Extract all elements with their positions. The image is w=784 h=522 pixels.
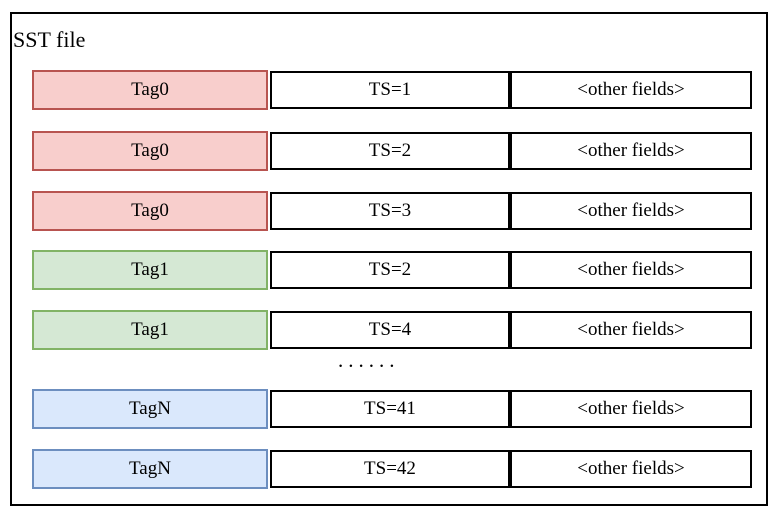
- tag-cell: Tag1: [32, 310, 268, 350]
- record-row: Tag0 TS=3 <other fields>: [32, 191, 752, 231]
- other-fields-cell: <other fields>: [510, 390, 752, 428]
- other-fields-cell: <other fields>: [510, 132, 752, 170]
- sst-file-label: SST file: [13, 27, 86, 52]
- tag-cell: Tag0: [32, 131, 268, 171]
- record-row: Tag1 TS=4 <other fields>: [32, 310, 752, 350]
- record-row: Tag1 TS=2 <other fields>: [32, 250, 752, 290]
- timestamp-cell: TS=2: [270, 251, 510, 289]
- timestamp-cell: TS=4: [270, 311, 510, 349]
- tag-cell: Tag0: [32, 70, 268, 110]
- tag-cell: TagN: [32, 449, 268, 489]
- record-row: Tag0 TS=2 <other fields>: [32, 131, 752, 171]
- tag-cell: Tag1: [32, 250, 268, 290]
- record-row: TagN TS=42 <other fields>: [32, 449, 752, 489]
- record-row: Tag0 TS=1 <other fields>: [32, 70, 752, 110]
- record-row: TagN TS=41 <other fields>: [32, 389, 752, 429]
- timestamp-cell: TS=42: [270, 450, 510, 488]
- other-fields-cell: <other fields>: [510, 311, 752, 349]
- ellipsis-more-records: ......: [338, 348, 400, 372]
- timestamp-cell: TS=1: [270, 71, 510, 109]
- other-fields-cell: <other fields>: [510, 450, 752, 488]
- timestamp-cell: TS=3: [270, 192, 510, 230]
- other-fields-cell: <other fields>: [510, 71, 752, 109]
- other-fields-cell: <other fields>: [510, 192, 752, 230]
- other-fields-cell: <other fields>: [510, 251, 752, 289]
- timestamp-cell: TS=2: [270, 132, 510, 170]
- tag-cell: Tag0: [32, 191, 268, 231]
- tag-cell: TagN: [32, 389, 268, 429]
- timestamp-cell: TS=41: [270, 390, 510, 428]
